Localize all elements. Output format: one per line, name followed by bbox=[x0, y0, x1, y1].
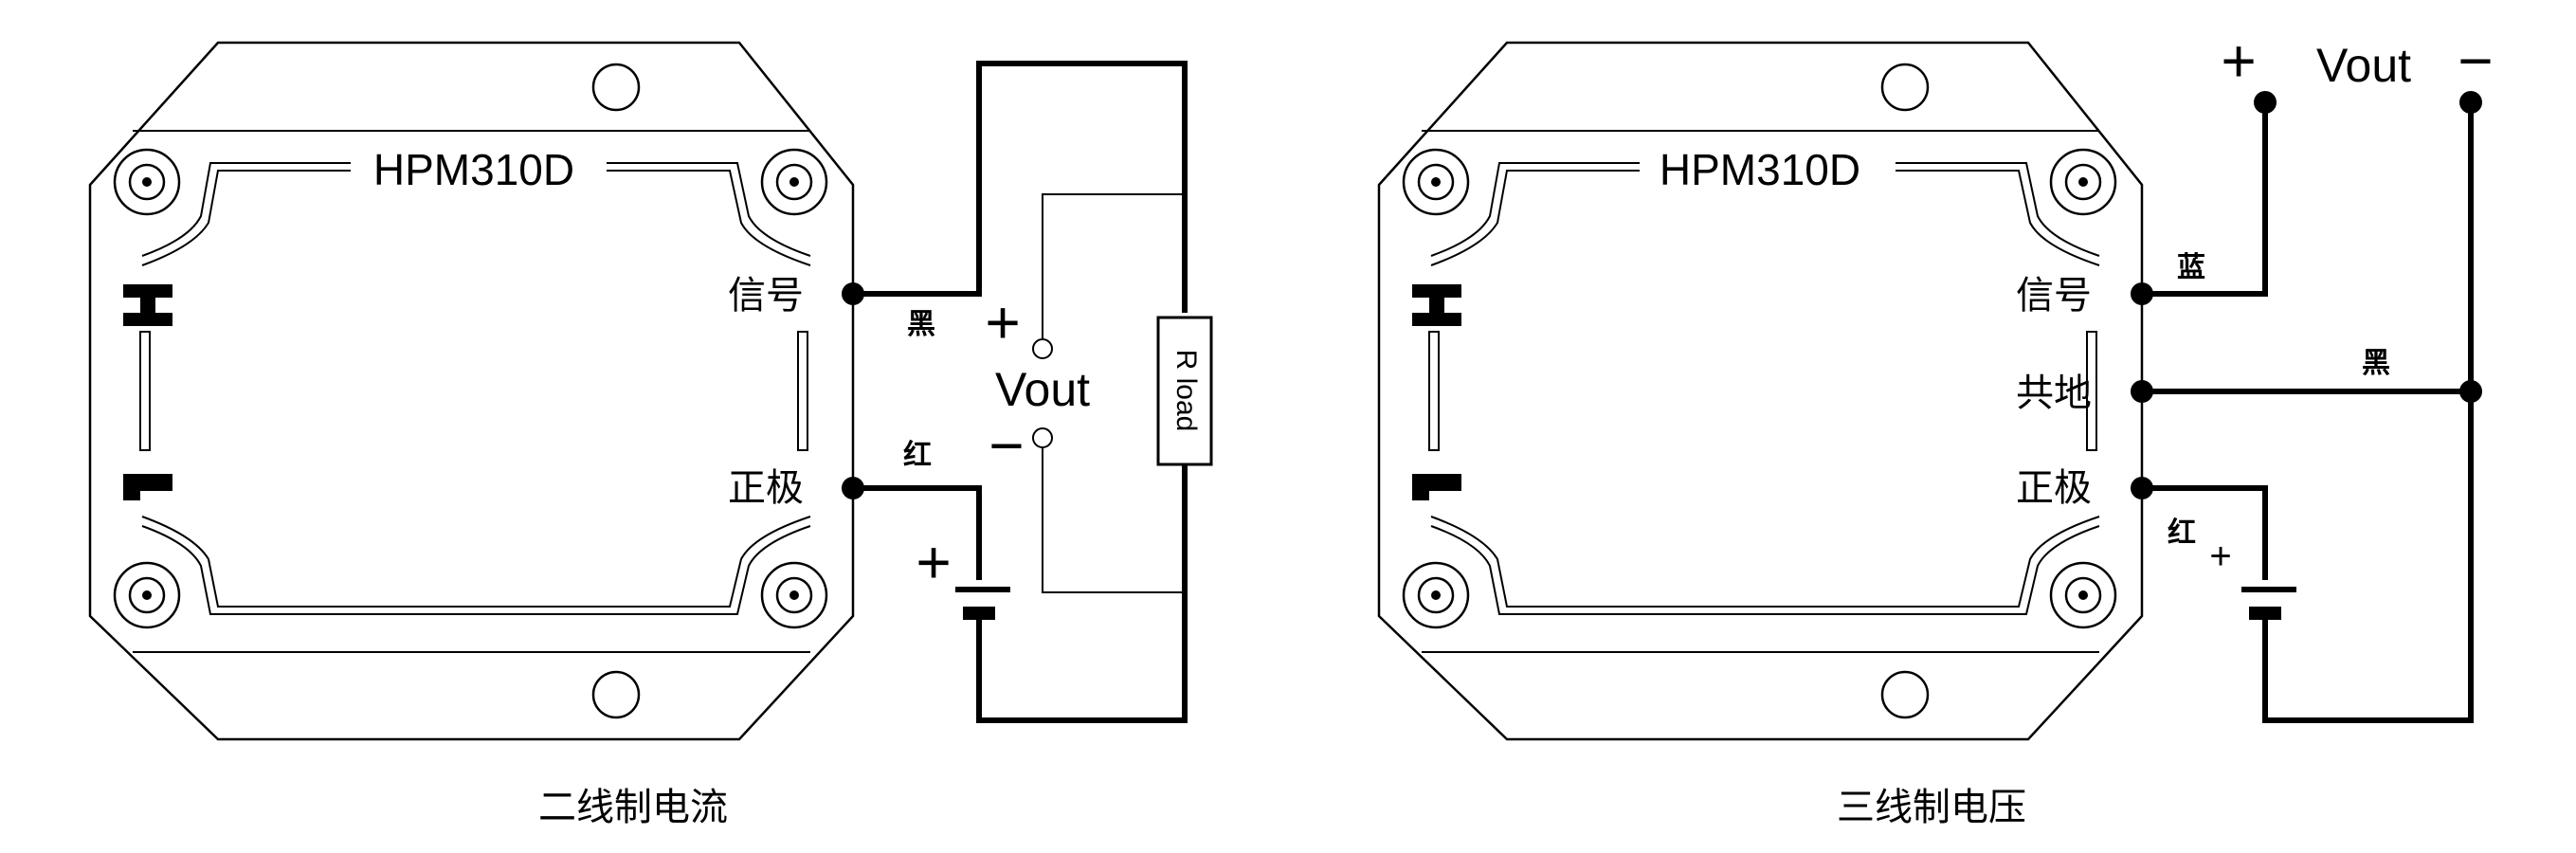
common-return-wire-right bbox=[2262, 102, 2474, 723]
two-wire-diagram: HPM310D 信号 正极 R load + + − Vout 黑 红 二线制电… bbox=[88, 41, 1213, 828]
positive-terminal-label-left: 正极 bbox=[728, 467, 804, 509]
vout-plus-terminal-right bbox=[2254, 91, 2277, 114]
model-label-right: HPM310D bbox=[1660, 145, 1860, 194]
signal-terminal-label-right: 信号 bbox=[2016, 275, 2092, 317]
battery-plus-left: + bbox=[916, 528, 951, 596]
blue-wire-label-right: 蓝 bbox=[2177, 252, 2205, 283]
caption-right: 三线制电压 bbox=[1837, 787, 2026, 828]
vout-label-left: Vout bbox=[995, 363, 1090, 416]
black-wire-label-right: 黑 bbox=[2362, 348, 2390, 379]
vout-plus-sign-left: + bbox=[985, 288, 1020, 356]
battery-plus-right: + bbox=[2209, 535, 2231, 577]
three-wire-diagram: HPM310D 信号 共地 正极 + + Vout − 蓝 黑 红 三线制电压 bbox=[1377, 27, 2494, 828]
positive-wire-right bbox=[2142, 485, 2268, 580]
ground-junction-right bbox=[2459, 380, 2482, 403]
caption-left: 二线制电流 bbox=[538, 787, 728, 828]
model-label-left: HPM310D bbox=[373, 145, 574, 194]
red-wire-label-left: 红 bbox=[903, 440, 932, 471]
vout-minus-wire-left bbox=[1042, 445, 1185, 593]
vout-plus-wire-left bbox=[1042, 193, 1185, 341]
load-resistor-label: R load bbox=[1170, 350, 1202, 432]
signal-wire-right bbox=[2142, 102, 2268, 297]
signal-terminal-label-left: 信号 bbox=[728, 275, 804, 317]
vout-plus-terminal-left bbox=[1032, 338, 1053, 359]
vout-label-right: Vout bbox=[2316, 39, 2411, 92]
vout-plus-sign-right: + bbox=[2221, 27, 2256, 95]
ground-terminal-label-right: 共地 bbox=[2016, 372, 2092, 414]
vout-minus-terminal-right bbox=[2459, 91, 2482, 114]
vout-minus-sign-right: − bbox=[2458, 27, 2493, 95]
vout-minus-sign-left: − bbox=[989, 411, 1024, 480]
battery-short-plate-right bbox=[2249, 607, 2281, 620]
positive-terminal-label-right: 正极 bbox=[2016, 467, 2092, 509]
black-wire-label-left: 黑 bbox=[907, 309, 935, 340]
current-loop-wire bbox=[853, 61, 1188, 313]
positive-wire-left bbox=[853, 485, 982, 580]
red-wire-label-right: 红 bbox=[2168, 517, 2196, 549]
load-resistor bbox=[1156, 316, 1213, 466]
vout-minus-terminal-left bbox=[1032, 427, 1053, 448]
battery-short-plate-left bbox=[963, 607, 995, 620]
